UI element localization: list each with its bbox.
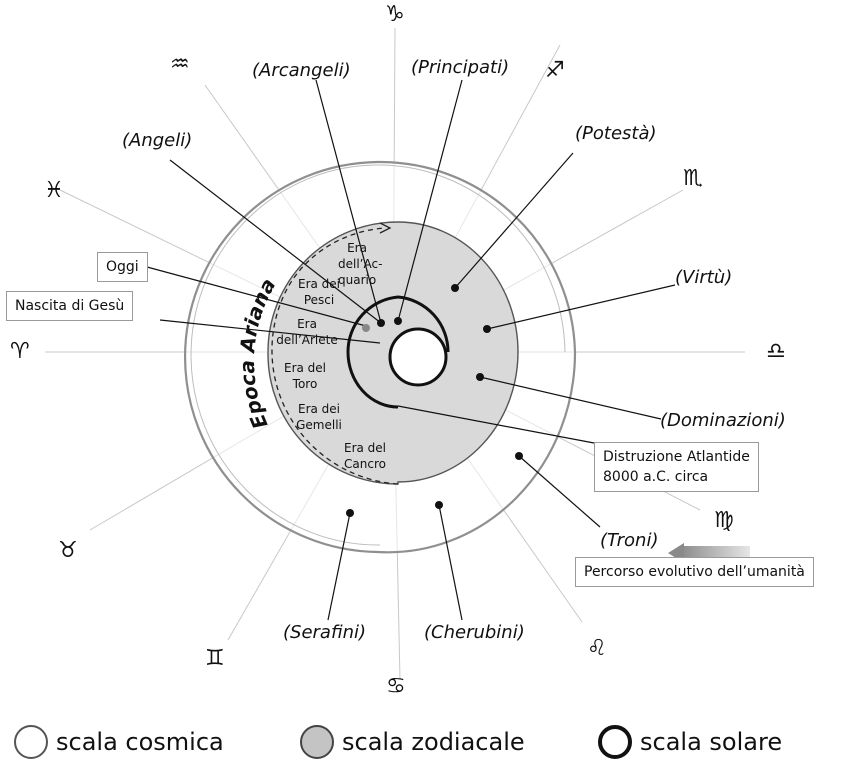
legend-solar-swatch [598,725,632,759]
aries-sign: ♈ [10,339,30,364]
leader-virtu [486,284,676,330]
callout-percorso-evolutivo: Percorso evolutivo dell’umanità [575,557,814,587]
scorpio-sign: ♏ [683,166,703,191]
evolution-arrow-shaft [680,546,750,560]
leader-principati [397,79,463,322]
capricorn-sign: ♑ [385,2,405,27]
sagittarius-sign: ♐ [545,58,565,83]
callout-nascita-gesu: Nascita di Gesù [6,291,134,321]
legend-cosmic: scala cosmica [14,722,224,762]
leader-troni [518,455,601,528]
legend-cosmic-label: scala cosmica [56,728,224,756]
leader-nascita [159,319,381,344]
dot-virtu [483,325,491,333]
taurus-sign: ♉ [58,538,78,563]
legend-zodiacal: scala zodiacale [300,722,525,762]
era-gemelli: Era dei Gemelli [296,402,342,432]
dot-dominazioni [476,373,484,381]
pisces-sign: ♓ [44,178,64,203]
leader-angeli [169,159,382,324]
leader-lines [146,79,676,621]
leader-arcangeli [315,79,382,324]
era-pesci: Era dei Pesci [297,277,341,307]
cancer-sign: ♋ [386,674,406,699]
legend-zodiacal-label: scala zodiacale [342,728,525,756]
epoch-dashed-path [271,227,399,485]
era-cancro: Era del Cancro [343,441,387,471]
callout-atlantide-line2: 8000 a.C. circa [603,469,709,485]
dot-troni [515,452,523,460]
hierarchy-dots [346,284,523,517]
gemini-sign: ♊ [205,646,225,671]
dot-serafini [346,509,354,517]
leader-dominazioni [479,376,662,420]
aquarius-sign: ♒ [170,52,190,77]
label-serafini: (Serafini) [283,622,367,643]
libra-sign: ♎ [766,339,786,364]
leader-serafini [327,512,351,621]
leader-oggi [146,266,367,327]
label-potesta: (Potestà) [575,123,657,144]
leader-cherubini [438,504,463,621]
era-toro: Era del Toro [283,361,327,391]
virgo-sign: ♍ [714,508,734,533]
label-troni: (Troni) [600,530,659,551]
dot-arcangeli [377,319,385,327]
callout-oggi: Oggi [97,252,148,282]
label-arcangeli: (Arcangeli) [252,60,351,81]
label-cherubini: (Cherubini) [424,622,525,643]
era-ariete: Era dell’Ariete [276,317,338,347]
legend-cosmic-swatch [14,725,48,759]
era-acquario: Era dell’Ac-quario [338,241,383,287]
legend-zodiacal-swatch [300,725,334,759]
label-angeli: (Angeli) [122,130,193,151]
dot-cherubini [435,501,443,509]
dot-potesta [451,284,459,292]
legend-solar-label: scala solare [640,728,783,756]
solar-scale-spiral [346,295,450,409]
solar-scale-core [388,327,448,387]
epoch-arrowhead [379,222,392,234]
callout-atlantide: Distruzione Atlantide 8000 a.C. circa [594,442,759,492]
dot-oggi [362,324,370,332]
leo-sign: ♌ [587,636,607,661]
label-dominazioni: (Dominazioni) [660,410,786,431]
label-virtu: (Virtù) [675,267,733,288]
label-principati: (Principati) [411,57,510,78]
leader-atlantide [397,405,595,444]
cosmic-scale-inner-edge [190,164,566,546]
legend-solar: scala solare [598,722,782,762]
leader-potesta [454,152,574,289]
dot-principati [394,317,402,325]
callout-atlantide-line1: Distruzione Atlantide [603,449,750,465]
